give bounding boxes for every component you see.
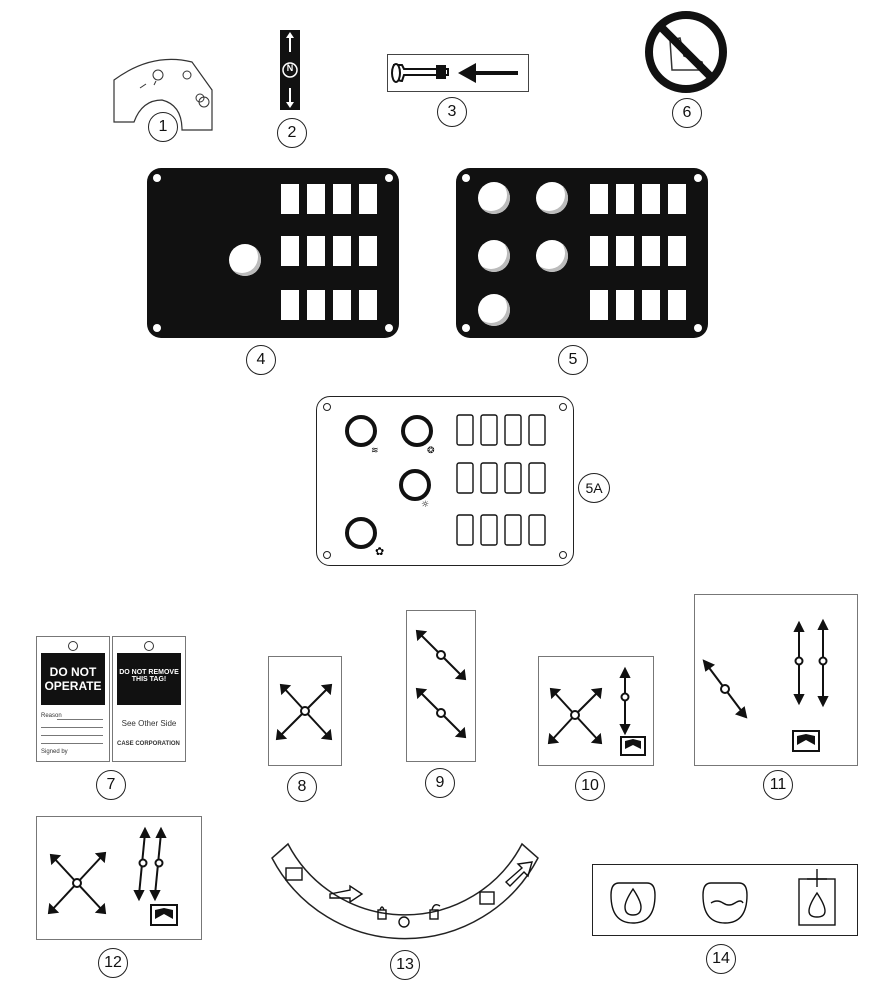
callout-11: 11 [763,770,793,800]
tag-front-headline-2: OPERATE [44,679,102,693]
callout-12: 12 [98,948,128,978]
switch-panel-one-gauge [147,168,399,338]
callout-2: 2 [277,118,307,148]
tag-back-headline-1: DO NOT REMOVE [119,669,179,676]
callout-13: 13 [390,950,420,980]
svg-text:≋: ≋ [371,446,379,456]
callout-4: 4 [246,345,276,375]
throttle-arc-decal [271,842,539,940]
neutral-indicator-decal: N [280,30,300,110]
tag-back: DO NOT REMOVE THIS TAG! See Other Side C… [112,636,186,762]
switch-panel-five-gauges [456,168,708,338]
tag-front-signed: Signed by [41,749,68,755]
horn-icon [391,63,518,83]
svg-text:✿: ✿ [375,545,384,558]
neutral-letter: N [286,63,294,73]
switch-panel-outline: ≋ ❂ ☼ ✿ [316,396,574,566]
tag-back-headline-2: THIS TAG! [131,676,167,683]
tag-front-headline-1: DO NOT [49,665,97,679]
tag-front: DO NOT OPERATE Reason Signed by [36,636,110,762]
callout-14: 14 [706,944,736,974]
gauge-opening [229,244,261,276]
control-pattern-card-12 [36,816,202,940]
svg-text:❂: ❂ [427,446,435,456]
svg-text:☼: ☼ [421,500,429,510]
callout-3: 3 [437,97,467,127]
tag-back-company: CASE CORPORATION [117,741,180,747]
no-step-icon [645,11,727,93]
callout-5a: 5A [578,473,610,503]
tag-back-see-other: See Other Side [121,719,177,728]
horn-decal [387,54,529,92]
control-pattern-card-10 [538,656,654,766]
neutral-indicator-icon [282,32,298,108]
control-pattern-card-9 [406,610,476,762]
control-pattern-card-8 [268,656,342,766]
tag-front-reason: Reason [41,713,62,719]
callout-9: 9 [425,768,455,798]
fluid-indicator-decal [592,864,858,936]
control-pattern-card-11 [694,594,858,766]
callout-1: 1 [148,112,178,142]
callout-6: 6 [672,98,702,128]
callout-8: 8 [287,772,317,802]
callout-5: 5 [558,345,588,375]
ignition-switch-decal [113,58,213,131]
control-pattern-icon [275,683,333,741]
callout-7: 7 [96,770,126,800]
callout-10: 10 [575,771,605,801]
